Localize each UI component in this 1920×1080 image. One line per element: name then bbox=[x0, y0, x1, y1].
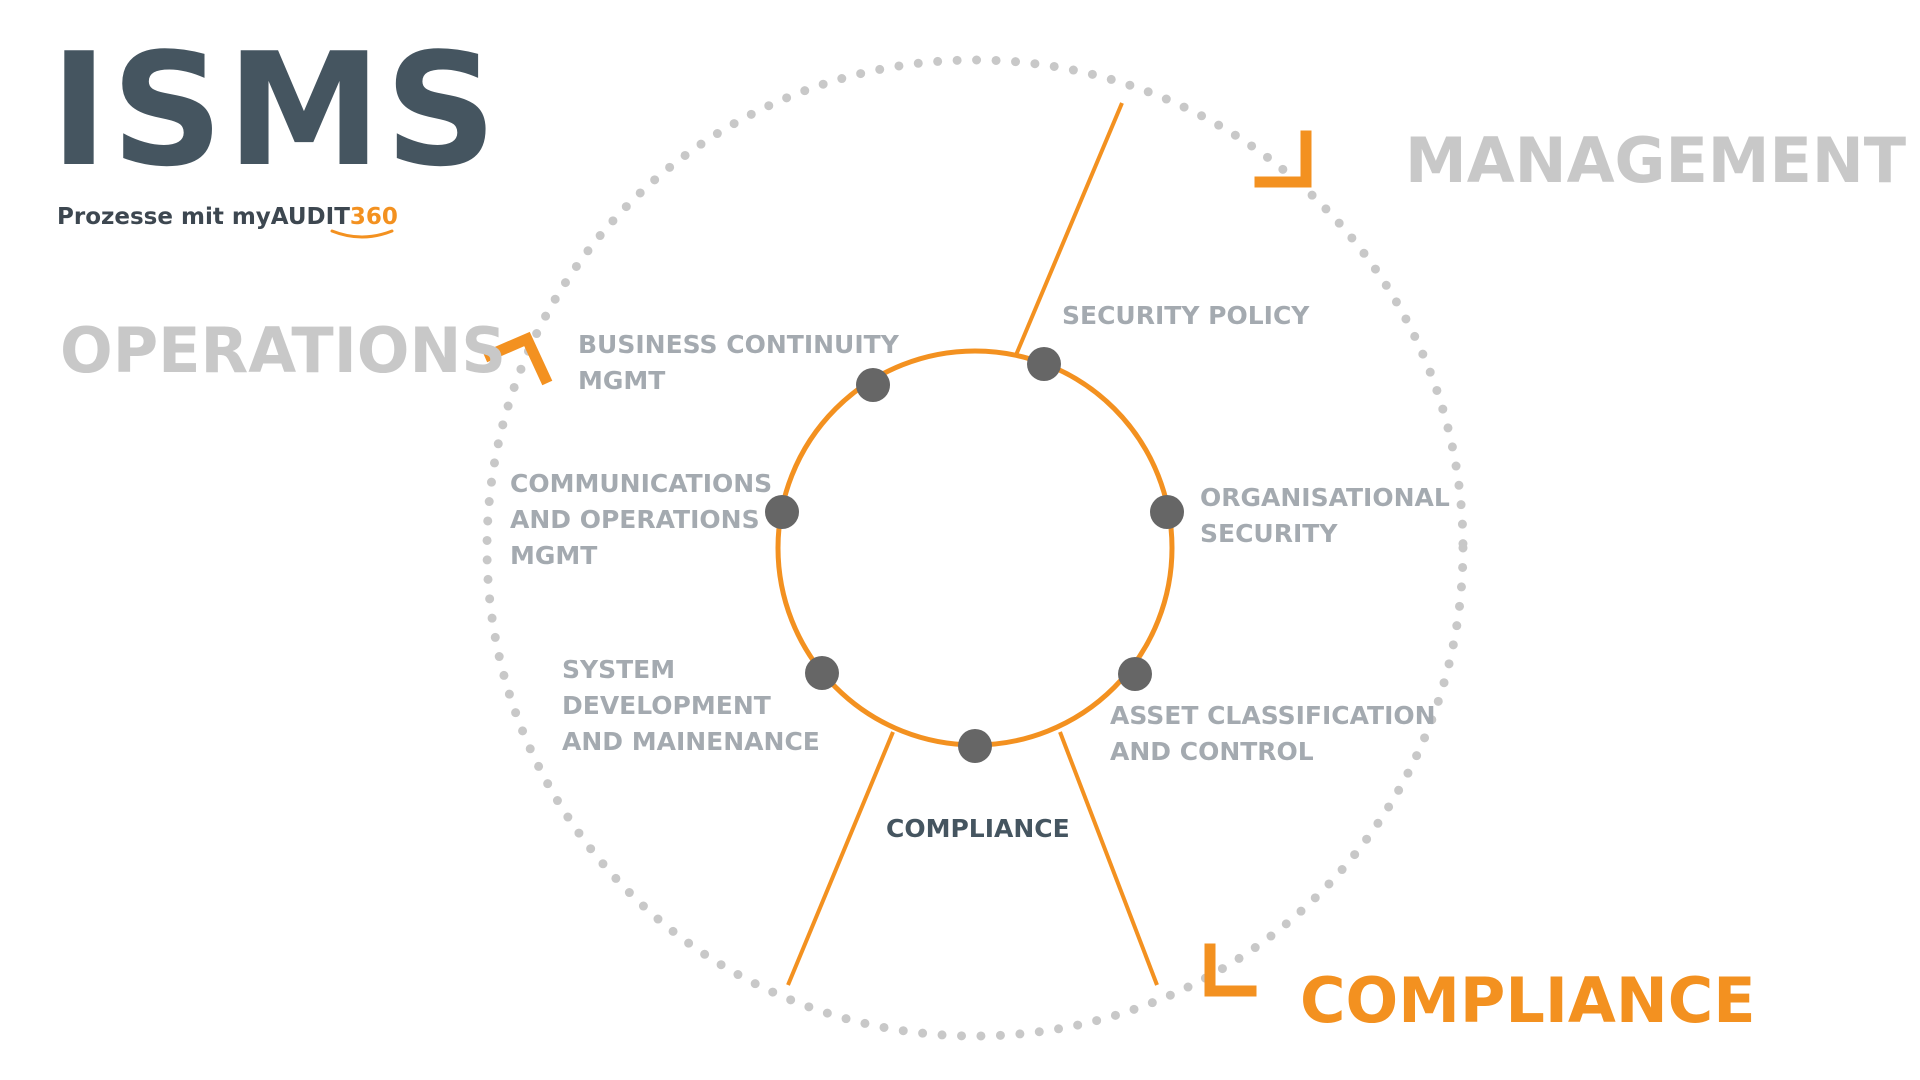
arrow-mark-operations bbox=[482, 331, 553, 386]
quadrant-label-compliance: COMPLIANCE bbox=[1300, 964, 1756, 1037]
node-dot-system-development bbox=[805, 656, 839, 690]
node-label-system-development: SYSTEM DEVELOPMENT AND MAINENANCE bbox=[562, 655, 820, 756]
inner-ring bbox=[775, 348, 1175, 748]
node-dot-security-policy bbox=[1027, 347, 1061, 381]
quadrant-label-management: MANAGEMENT bbox=[1405, 124, 1907, 197]
divider-line-management bbox=[1014, 102, 1124, 356]
node-dot-asset-classification bbox=[1118, 657, 1152, 691]
divider-line-compliance bbox=[1058, 731, 1159, 986]
brand-subtitle-text: Prozesse mit myAUDIT bbox=[57, 204, 350, 230]
brand-subtitle-accent: 360 bbox=[349, 204, 398, 230]
divider-line-operations bbox=[786, 731, 895, 986]
node-label-asset-classification: ASSET CLASSIFICATION AND CONTROL bbox=[1110, 701, 1436, 766]
brand-subtitle: Prozesse mit myAUDIT360 bbox=[57, 204, 398, 230]
node-dot-business-continuity bbox=[856, 368, 890, 402]
node-label-business-continuity: BUSINESS CONTINUITY MGMT bbox=[578, 330, 899, 395]
arrow-mark-compliance bbox=[1204, 943, 1257, 997]
node-label-security-policy: SECURITY POLICY bbox=[1062, 301, 1310, 330]
brand-title: ISMS bbox=[50, 19, 500, 201]
node-label-communications-operations: COMMUNICATIONS AND OPERATIONS MGMT bbox=[510, 469, 773, 570]
node-label-compliance: COMPLIANCE bbox=[886, 814, 1070, 843]
node-dot-compliance bbox=[958, 729, 992, 763]
outer-dotted-ring bbox=[482, 55, 1468, 1041]
node-label-organisational-security: ORGANISATIONAL SECURITY bbox=[1200, 483, 1450, 548]
arrow-mark-management bbox=[1254, 130, 1312, 188]
quadrant-label-operations: OPERATIONS bbox=[60, 314, 507, 387]
node-dot-communications-operations bbox=[765, 495, 799, 529]
node-dot-organisational-security bbox=[1150, 495, 1184, 529]
brand-swoosh-icon bbox=[330, 229, 394, 239]
